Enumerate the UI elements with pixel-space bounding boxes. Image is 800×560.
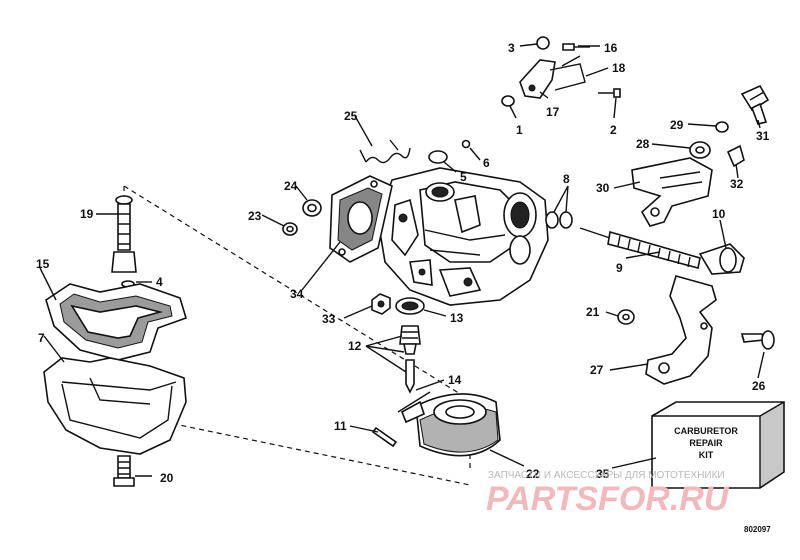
spring — [359, 139, 411, 164]
inlet-needle-seat — [399, 325, 421, 394]
callout-26: 26 — [752, 379, 766, 393]
watermark-text: ЗАПЧАСТИ И АКСЕССУАРЫ ДЛЯ МОТОТЕХНИКИ — [488, 470, 725, 481]
callout-35: 35 — [596, 467, 610, 481]
choke-linkage — [501, 36, 621, 107]
hinge-pin — [397, 391, 431, 413]
callout-13: 13 — [450, 311, 464, 325]
callout-22: 22 — [526, 467, 540, 481]
callout-8: 8 — [563, 172, 570, 186]
callout-16: 16 — [604, 41, 618, 55]
watermark: ЗАПЧАСТИ И АКСЕССУАРЫ ДЛЯ МОТОТЕХНИКИ PA… — [486, 470, 730, 518]
callout-21: 21 — [586, 305, 600, 319]
callout-1: 1 — [516, 123, 523, 137]
callout-17: 17 — [546, 105, 560, 119]
callout-27: 27 — [590, 363, 604, 377]
callout-33: 33 — [322, 312, 336, 326]
kit-label-line3: KIT — [699, 450, 714, 460]
callout-4: 4 — [156, 275, 163, 289]
callout-labels: 3 16 18 1 17 2 25 5 6 24 23 8 30 28 29 3… — [36, 41, 770, 485]
needle-valve — [545, 211, 745, 275]
callout-6: 6 — [483, 156, 490, 170]
callout-15: 15 — [36, 257, 50, 271]
callout-31: 31 — [756, 129, 770, 143]
figure-code: 802097 — [744, 525, 771, 534]
callout-29: 29 — [670, 118, 684, 132]
callout-12: 12 — [348, 339, 362, 353]
callout-30: 30 — [596, 181, 610, 195]
carburetor-body — [377, 167, 549, 306]
pin-11 — [371, 426, 398, 448]
callout-19: 19 — [80, 207, 94, 221]
callout-23: 23 — [248, 209, 262, 223]
watermark-logo: PARTSFOR.RU — [486, 480, 730, 518]
callout-5: 5 — [460, 170, 467, 184]
flange-gasket — [329, 175, 393, 263]
plug — [428, 150, 448, 164]
leader-lines — [39, 43, 765, 477]
callout-32: 32 — [730, 177, 744, 191]
carburetor-repair-kit-box: CARBURETOR REPAIR KIT — [651, 401, 785, 489]
callout-7: 7 — [38, 331, 45, 345]
drain-screw-assembly — [111, 195, 137, 288]
callout-20: 20 — [160, 471, 174, 485]
callout-11: 11 — [334, 419, 347, 433]
callout-34: 34 — [290, 287, 304, 301]
callout-24: 24 — [284, 179, 298, 193]
float-bowl-gasket — [45, 283, 187, 361]
callout-14: 14 — [448, 373, 462, 387]
callout-9: 9 — [616, 261, 623, 275]
callout-18: 18 — [612, 61, 626, 75]
throttle-arm — [631, 121, 745, 227]
callout-25: 25 — [344, 109, 358, 123]
kit-label-line2: REPAIR — [689, 438, 723, 448]
float — [400, 393, 501, 457]
washer-21 — [617, 309, 635, 325]
nut-and-gasket — [371, 293, 425, 315]
washers-left — [282, 199, 322, 236]
callout-3: 3 — [508, 41, 515, 55]
float-bracket — [645, 275, 775, 385]
screw-31 — [740, 84, 770, 125]
float-bowl — [43, 357, 187, 455]
kit-label-line1: CARBURETOR — [674, 426, 738, 436]
callout-10: 10 — [712, 207, 726, 221]
callout-28: 28 — [636, 137, 650, 151]
bowl-screw — [113, 455, 135, 487]
callout-2: 2 — [610, 123, 617, 137]
ball — [461, 139, 471, 149]
